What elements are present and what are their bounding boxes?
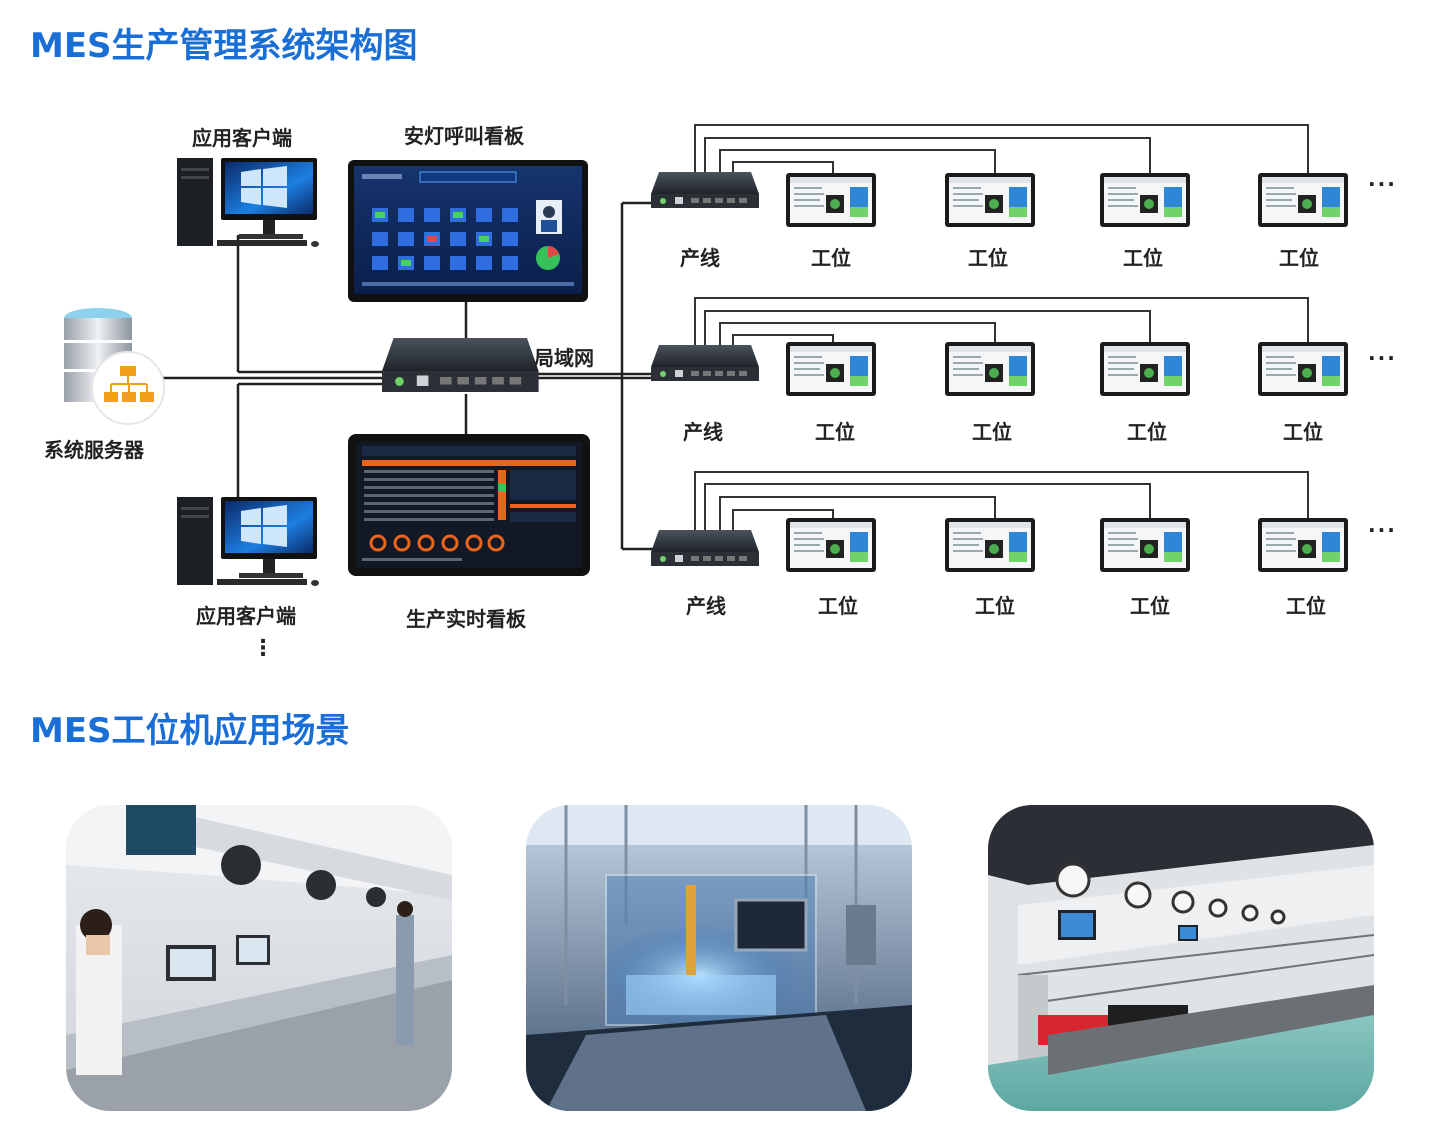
client-computer-bottom-icon bbox=[177, 497, 319, 586]
line-1-switch-icon bbox=[651, 172, 759, 208]
client-more-indicator: ⋮ bbox=[252, 636, 274, 661]
line-3-station-2-label: 工位 bbox=[975, 594, 1015, 618]
factory-line-photo-1 bbox=[66, 805, 452, 1111]
line-3-label: 产线 bbox=[686, 594, 726, 618]
andon-board-screen bbox=[348, 160, 588, 302]
lan-switch-icon bbox=[382, 338, 539, 392]
line-2-label: 产线 bbox=[683, 420, 723, 444]
line-3-more-indicator: ··· bbox=[1368, 518, 1397, 542]
line-1-station-4-label: 工位 bbox=[1279, 246, 1319, 270]
line-1-station-1-label: 工位 bbox=[811, 246, 851, 270]
realtime-board-screen bbox=[348, 434, 590, 576]
line-2-station-4-label: 工位 bbox=[1283, 420, 1323, 444]
line-2-switch-icon bbox=[651, 345, 759, 381]
server-database-icon bbox=[64, 308, 165, 425]
line-1-station-2-label: 工位 bbox=[968, 246, 1008, 270]
network-lines bbox=[160, 201, 655, 551]
architecture-diagram bbox=[64, 124, 1348, 586]
line-2-station-1-label: 工位 bbox=[815, 420, 855, 444]
station-screens bbox=[786, 173, 1348, 572]
station-cables bbox=[694, 124, 1309, 532]
line-2-station-2-label: 工位 bbox=[972, 420, 1012, 444]
andon-board-label: 安灯呼叫看板 bbox=[404, 124, 524, 148]
line-2-station-3-label: 工位 bbox=[1127, 420, 1167, 444]
line-2-more-indicator: ··· bbox=[1368, 346, 1397, 370]
client-bottom-label: 应用客户端 bbox=[196, 604, 296, 628]
line-3-station-1-label: 工位 bbox=[818, 594, 858, 618]
server-label: 系统服务器 bbox=[44, 438, 144, 462]
line-3-station-3-label: 工位 bbox=[1130, 594, 1170, 618]
line-1-more-indicator: ··· bbox=[1368, 172, 1397, 196]
lan-label: 局域网 bbox=[534, 346, 594, 370]
factory-line-photo-2 bbox=[526, 805, 912, 1111]
scenarios-title: MES工位机应用场景 bbox=[30, 711, 350, 751]
realtime-board-label: 生产实时看板 bbox=[406, 607, 526, 631]
architecture-title: MES生产管理系统架构图 bbox=[30, 26, 418, 66]
line-3-switch-icon bbox=[651, 530, 759, 566]
line-1-label: 产线 bbox=[680, 246, 720, 270]
line-1-station-3-label: 工位 bbox=[1123, 246, 1163, 270]
factory-line-photo-3 bbox=[988, 805, 1374, 1111]
client-computer-top-icon bbox=[177, 158, 319, 247]
client-top-label: 应用客户端 bbox=[192, 126, 292, 150]
line-3-station-4-label: 工位 bbox=[1286, 594, 1326, 618]
